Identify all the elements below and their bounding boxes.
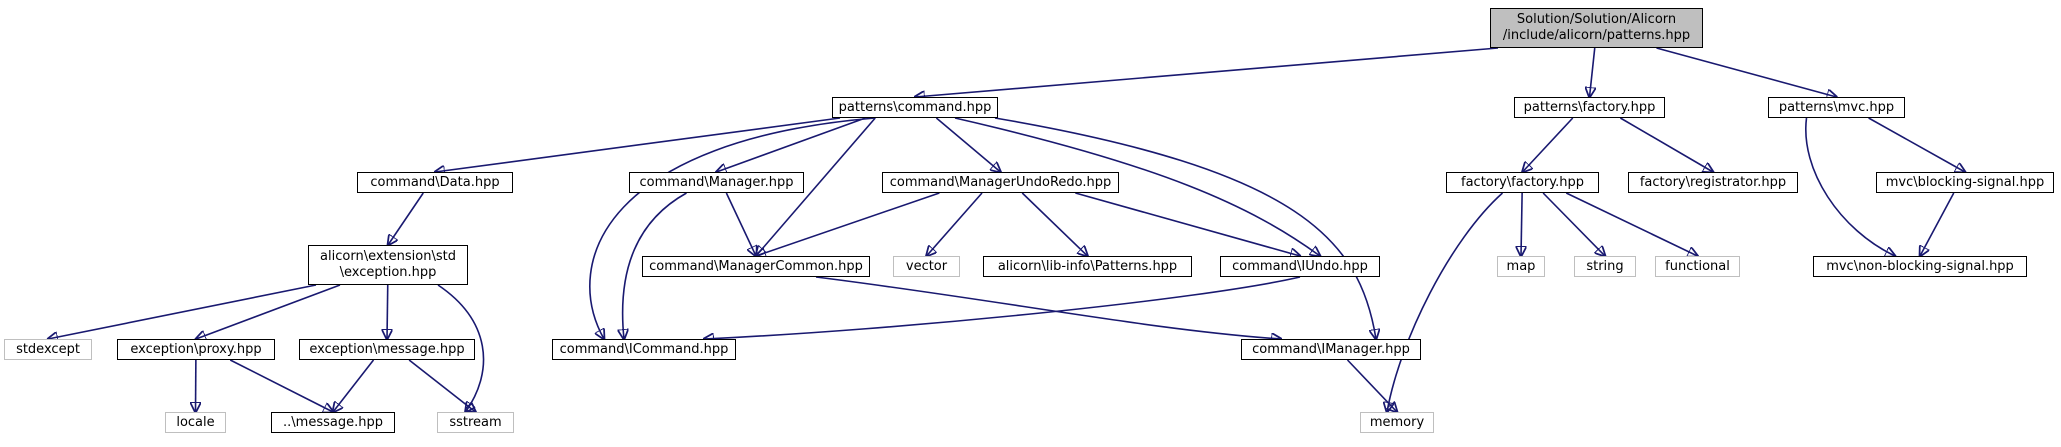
edge-factory-hpp-to-factory-registrator-hpp — [1620, 118, 1713, 172]
edge-root-to-factory-hpp — [1590, 48, 1595, 97]
edge-iundo-hpp-to-icommand-hpp — [704, 277, 1300, 339]
node-command-manager-hpp[interactable]: command\Manager.hpp — [629, 172, 804, 193]
node-map[interactable]: map — [1497, 256, 1545, 277]
root-file-path-line2: /include/alicorn/patterns.hpp — [1503, 28, 1690, 44]
edge-manager-undo-redo-hpp-to-lib-info-patterns-hpp — [1022, 193, 1087, 256]
edge-manager-undo-redo-hpp-to-iundo-hpp — [1075, 193, 1300, 256]
root-file-node[interactable]: Solution/Solution/Alicorn /include/alico… — [1490, 8, 1703, 48]
edge-manager-undo-redo-hpp-to-vector — [927, 193, 983, 256]
edge-root-to-command-hpp — [915, 48, 1498, 97]
edge-command-hpp-to-manager-hpp — [717, 118, 866, 172]
node-string[interactable]: string — [1574, 256, 1636, 277]
node-factory-registrator-hpp[interactable]: factory\registrator.hpp — [1628, 172, 1798, 193]
node-stdexcept[interactable]: stdexcept — [4, 339, 92, 360]
edge-root-to-mvc-hpp — [1657, 48, 1837, 97]
edge-exception-hpp-to-exception-proxy-hpp — [196, 285, 340, 339]
node-command-imanager-hpp[interactable]: command\IManager.hpp — [1241, 339, 1421, 360]
edge-mvc-hpp-to-blocking-signal-hpp — [1869, 118, 1965, 172]
node-alicorn-lib-info-patterns-hpp[interactable]: alicorn\lib-info\Patterns.hpp — [983, 256, 1192, 277]
node-exception-message-hpp[interactable]: exception\message.hpp — [299, 339, 475, 360]
edge-manager-hpp-to-manager-common-hpp — [726, 193, 756, 256]
node-exception-hpp-line2: \exception.hpp — [340, 265, 437, 281]
node-exception-proxy-hpp[interactable]: exception\proxy.hpp — [117, 339, 275, 360]
edge-factory-hpp-to-factory-factory-hpp — [1523, 118, 1573, 172]
edge-factory-factory-hpp-to-map — [1521, 193, 1522, 256]
root-file-path-line1: Solution/Solution/Alicorn — [1517, 12, 1676, 28]
node-locale[interactable]: locale — [165, 412, 226, 433]
node-command-icommand-hpp[interactable]: command\ICommand.hpp — [552, 339, 736, 360]
edge-factory-factory-hpp-to-memory — [1387, 193, 1503, 412]
node-patterns-factory-hpp[interactable]: patterns\factory.hpp — [1514, 97, 1665, 118]
edge-exception-proxy-hpp-to-message-hpp — [230, 360, 333, 412]
node-command-data-hpp[interactable]: command\Data.hpp — [357, 172, 513, 193]
node-command-iundo-hpp[interactable]: command\IUndo.hpp — [1220, 256, 1380, 277]
edge-data-hpp-to-exception-hpp — [388, 193, 423, 245]
edge-exception-hpp-to-stdexcept — [48, 285, 316, 339]
edge-command-hpp-to-imanager-hpp — [995, 118, 1376, 339]
edge-command-hpp-to-icommand-hpp — [590, 118, 875, 339]
edge-exception-hpp-to-exception-message-hpp — [387, 285, 388, 339]
edge-exception-message-hpp-to-sstream — [409, 360, 475, 412]
node-command-manager-common-hpp[interactable]: command\ManagerCommon.hpp — [642, 256, 870, 277]
edge-factory-factory-hpp-to-string — [1543, 193, 1605, 256]
edge-manager-common-hpp-to-imanager-hpp — [816, 277, 1281, 339]
edge-factory-factory-hpp-to-functional — [1566, 193, 1697, 256]
node-mvc-blocking-signal-hpp[interactable]: mvc\blocking-signal.hpp — [1876, 172, 2054, 193]
node-command-manager-undo-redo-hpp[interactable]: command\ManagerUndoRedo.hpp — [882, 172, 1119, 193]
node-message-hpp[interactable]: ..\message.hpp — [271, 412, 395, 433]
edge-command-hpp-to-data-hpp — [435, 118, 840, 172]
node-vector[interactable]: vector — [893, 256, 960, 277]
edge-blocking-signal-hpp-to-non-blocking-signal-hpp — [1920, 193, 1954, 256]
node-alicorn-extension-std-exception-hpp[interactable]: alicorn\extension\std \exception.hpp — [308, 245, 468, 285]
edge-exception-message-hpp-to-message-hpp — [333, 360, 374, 412]
node-exception-hpp-line1: alicorn\extension\std — [320, 249, 456, 265]
node-functional[interactable]: functional — [1655, 256, 1740, 277]
node-mvc-non-blocking-signal-hpp[interactable]: mvc\non-blocking-signal.hpp — [1813, 256, 2027, 277]
node-memory[interactable]: memory — [1360, 412, 1434, 433]
node-patterns-command-hpp[interactable]: patterns\command.hpp — [832, 97, 998, 118]
node-sstream[interactable]: sstream — [437, 412, 514, 433]
node-factory-factory-hpp[interactable]: factory\factory.hpp — [1446, 172, 1599, 193]
node-patterns-mvc-hpp[interactable]: patterns\mvc.hpp — [1768, 97, 1905, 118]
edge-imanager-hpp-to-memory — [1348, 360, 1398, 412]
